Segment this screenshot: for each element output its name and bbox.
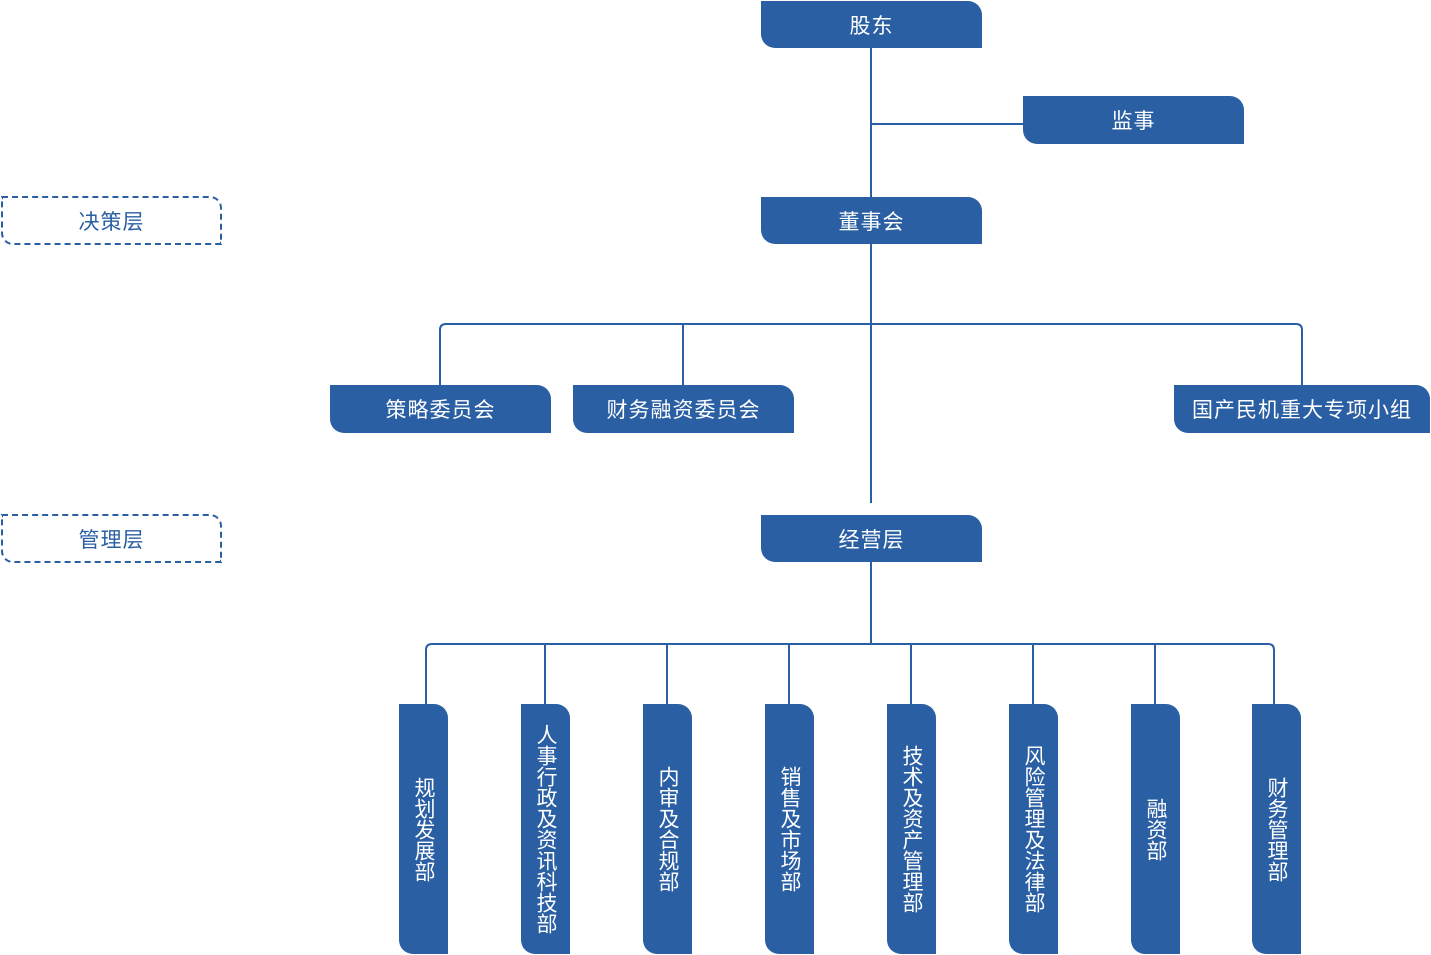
node-board: 董事会 (761, 197, 982, 244)
dept-internal-audit-compliance: 内审及合规部 (643, 704, 692, 954)
node-shareholders: 股东 (761, 1, 982, 48)
node-strategy-committee: 策略委员会 (330, 385, 551, 433)
layer-decision: 决策层 (1, 196, 222, 245)
dept-sales-marketing: 销售及市场部 (765, 704, 814, 954)
layer-management: 管理层 (1, 514, 222, 563)
dept-financing: 融资部 (1131, 704, 1180, 954)
dept-hr-admin-it: 人事行政及资讯科技部 (521, 704, 570, 954)
node-supervisor: 监事 (1023, 96, 1244, 144)
dept-risk-legal: 风险管理及法律部 (1009, 704, 1058, 954)
connector-committee-bar (439, 323, 1303, 385)
dept-planning-development: 规划发展部 (399, 704, 448, 954)
node-special-group: 国产民机重大专项小组 (1174, 385, 1430, 433)
dept-technology-asset-management: 技术及资产管理部 (887, 704, 936, 954)
node-finance-committee: 财务融资委员会 (573, 385, 794, 433)
node-operations: 经营层 (761, 515, 982, 562)
connector-department-bar (425, 643, 1275, 704)
dept-finance-management: 财务管理部 (1252, 704, 1301, 954)
